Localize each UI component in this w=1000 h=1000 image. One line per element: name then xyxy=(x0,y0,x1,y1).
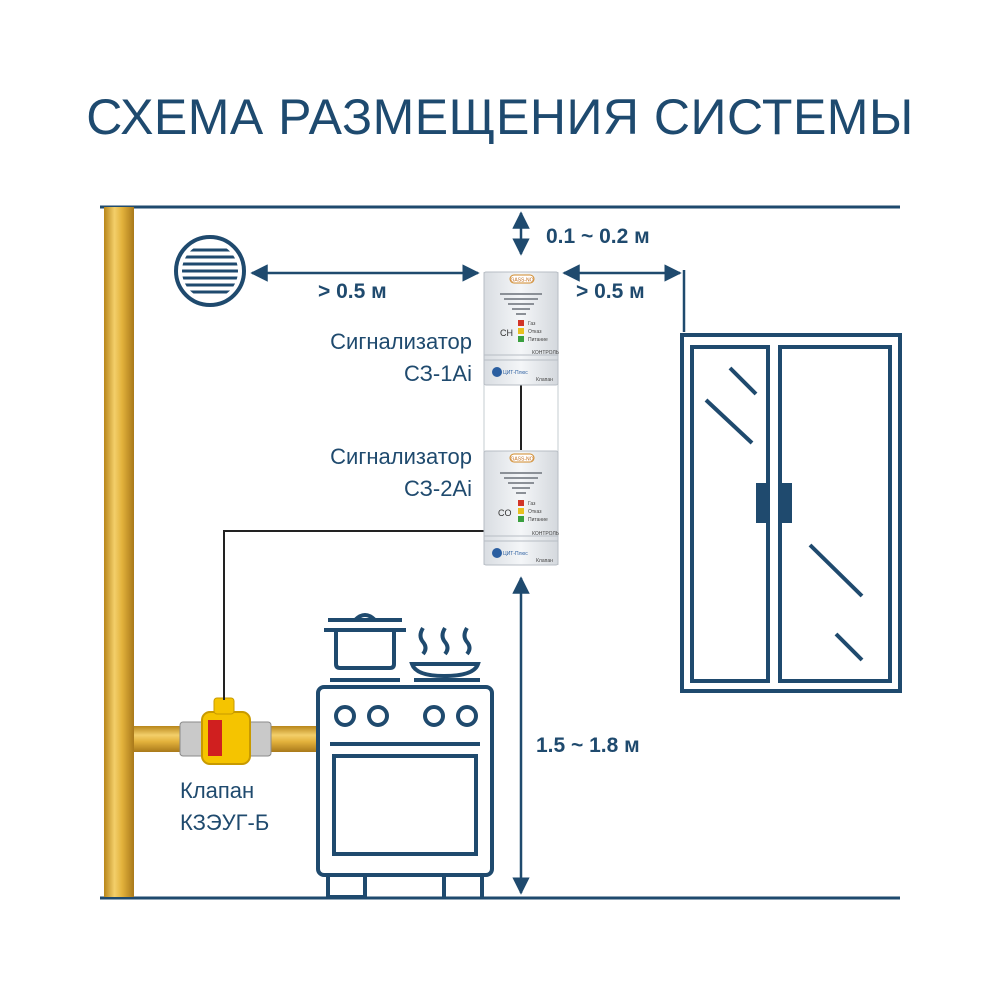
sensor1-brand: ЦИТ-Плюс xyxy=(503,370,528,376)
sensor2-badge: GASS-NO xyxy=(510,457,533,463)
sensor2-label-line1: Сигнализатор xyxy=(330,444,472,469)
sensor-sz2ai xyxy=(483,450,559,566)
window-gap-label: > 0.5 м xyxy=(576,280,645,303)
sensor1-ind-fault: Отказ xyxy=(528,329,542,335)
valve-cable xyxy=(223,530,484,700)
sensor1-label-line2: СЗ-1Аi xyxy=(403,361,472,386)
window xyxy=(680,333,902,693)
sensor2-ind-gas: Газ xyxy=(528,501,536,507)
sensor2-valve: Клапан xyxy=(536,558,553,564)
sensor1-ind-gas: Газ xyxy=(528,321,536,327)
sensor1-label: Сигнализатор СЗ-1Аi xyxy=(306,326,472,390)
sensor2-control: КОНТРОЛЬ xyxy=(532,531,560,537)
sensor1-gas: CH xyxy=(500,328,513,338)
vent-grille xyxy=(174,235,246,307)
sensor1-control: КОНТРОЛЬ xyxy=(532,350,560,356)
sensor2-gas: CO xyxy=(498,508,512,518)
gas-stove xyxy=(316,613,494,899)
sensor2-ind-power: Питание xyxy=(528,517,548,523)
valve-label-line1: Клапан xyxy=(180,778,255,803)
valve-label-line2: КЗЭУГ-Б xyxy=(180,810,270,835)
sensor-sz1ai xyxy=(483,271,559,386)
valve-kzeug xyxy=(179,697,272,765)
sensor2-label: Сигнализатор СЗ-2Аi xyxy=(306,441,472,505)
valve-label: Клапан КЗЭУГ-Б xyxy=(180,775,269,839)
sensor2-brand: ЦИТ-Плюс xyxy=(503,551,528,557)
gas-pipe-vertical xyxy=(104,207,134,897)
sensor1-label-line1: Сигнализатор xyxy=(330,329,472,354)
sensor1-badge: GASS-NO xyxy=(510,278,533,284)
sensor1-valve: Клапан xyxy=(536,377,553,383)
floor-height-label: 1.5 ~ 1.8 м xyxy=(536,734,640,757)
page-title: СХЕМА РАЗМЕЩЕНИЯ СИСТЕМЫ xyxy=(86,89,914,145)
sensor2-ind-fault: Отказ xyxy=(528,509,542,515)
sensor2-label-line2: СЗ-2Аi xyxy=(403,476,472,501)
vent-gap-label: > 0.5 м xyxy=(318,280,387,303)
sensor1-ind-power: Питание xyxy=(528,337,548,343)
ceiling-gap-label: 0.1 ~ 0.2 м xyxy=(546,225,650,248)
